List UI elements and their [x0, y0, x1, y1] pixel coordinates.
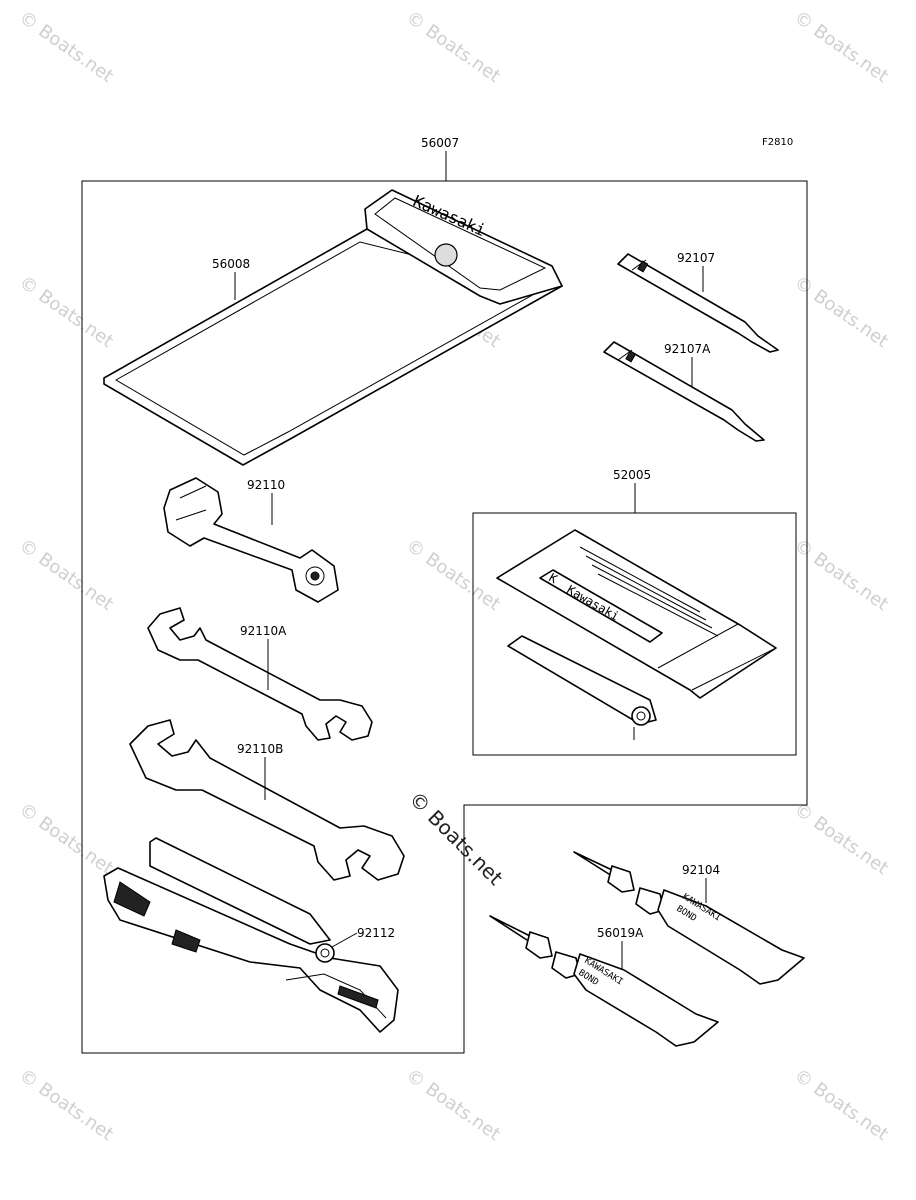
- watermark: © Boats.net: [15, 272, 117, 352]
- wrench-92110A: [147, 607, 373, 741]
- pliers-92112: [103, 837, 399, 1033]
- watermark: © Boats.net: [402, 535, 504, 615]
- bond-tube-56019A: KAWASAKI BOND: [489, 915, 719, 1047]
- center-watermark: © Boats.net: [404, 787, 507, 890]
- watermark: © Boats.net: [15, 7, 117, 87]
- watermark: © Boats.net: [402, 7, 504, 87]
- part-label-92110B: 92110B: [237, 742, 283, 756]
- watermark: © Boats.net: [790, 272, 892, 352]
- watermark: © Boats.net: [15, 535, 117, 615]
- watermark: © Boats.net: [790, 535, 892, 615]
- part-label-56008: 56008: [212, 257, 250, 271]
- owners-manual-52005: K Kawasaki: [496, 529, 777, 740]
- screwdriver-92107: [617, 253, 779, 353]
- leader-92112: [331, 932, 358, 948]
- kit-outline: [81, 180, 808, 1054]
- watermark: © Boats.net: [15, 1065, 117, 1145]
- tool-pouch-56008: Kawasaki: [103, 189, 563, 466]
- part-label-52005: 52005: [613, 468, 651, 482]
- part-label-92107A: 92107A: [664, 342, 711, 356]
- watermark: © Boats.net: [790, 1065, 892, 1145]
- part-label-56019A: 56019A: [597, 926, 644, 940]
- figure-code: F2810: [762, 137, 793, 148]
- part-label-92110A: 92110A: [240, 624, 287, 638]
- wrench-92110B: [129, 719, 405, 881]
- watermark: © Boats.net: [790, 799, 892, 879]
- part-label-92107: 92107: [677, 251, 715, 265]
- part-label-92110: 92110: [247, 478, 285, 492]
- screwdriver-92107A: [603, 341, 765, 442]
- part-label-92112: 92112: [357, 926, 395, 940]
- part-label-56007: 56007: [421, 136, 459, 150]
- part-label-92104: 92104: [682, 863, 720, 877]
- watermark: © Boats.net: [402, 1065, 504, 1145]
- box-wrench-92110: [163, 477, 339, 603]
- watermark: © Boats.net: [15, 799, 117, 879]
- bond-tube-92104: KAWASAKI BOND: [573, 851, 805, 985]
- watermark: © Boats.net: [790, 7, 892, 87]
